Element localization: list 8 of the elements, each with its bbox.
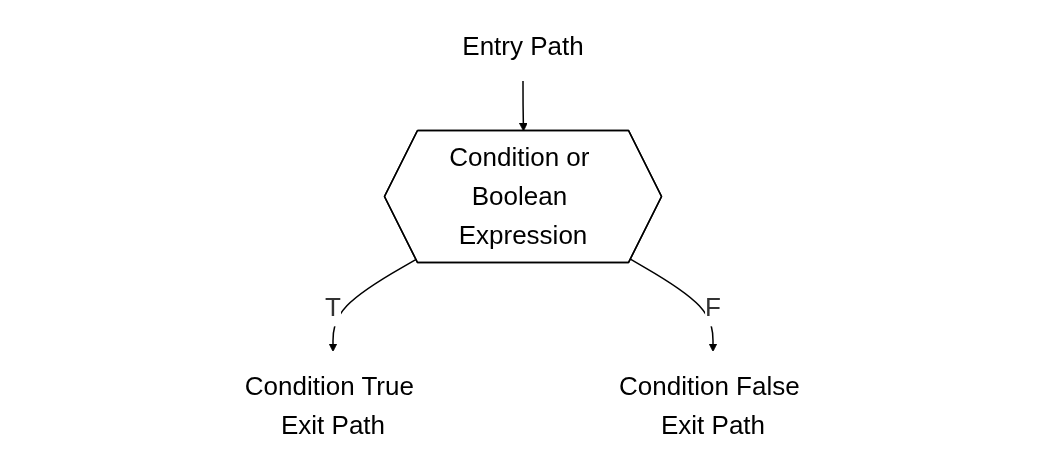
arrow [518, 79, 528, 132]
node-text: Condition True Exit Path [244, 370, 414, 440]
edge-label: T [325, 291, 341, 322]
node-text: Entry Path [462, 30, 584, 61]
node-text: Condition False Exit Path [619, 370, 800, 440]
arrow [328, 258, 417, 352]
edge-label: F [705, 291, 721, 322]
arrow [630, 258, 718, 352]
